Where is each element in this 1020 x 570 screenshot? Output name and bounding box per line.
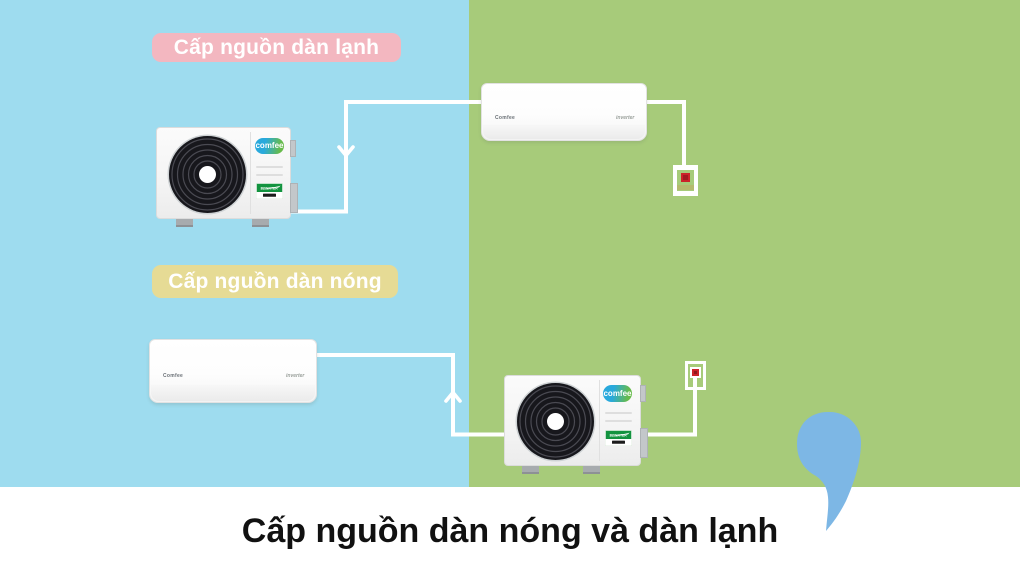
- svg-text:INVERTER: INVERTER: [261, 186, 279, 190]
- svg-text:INVERTER: INVERTER: [610, 433, 628, 437]
